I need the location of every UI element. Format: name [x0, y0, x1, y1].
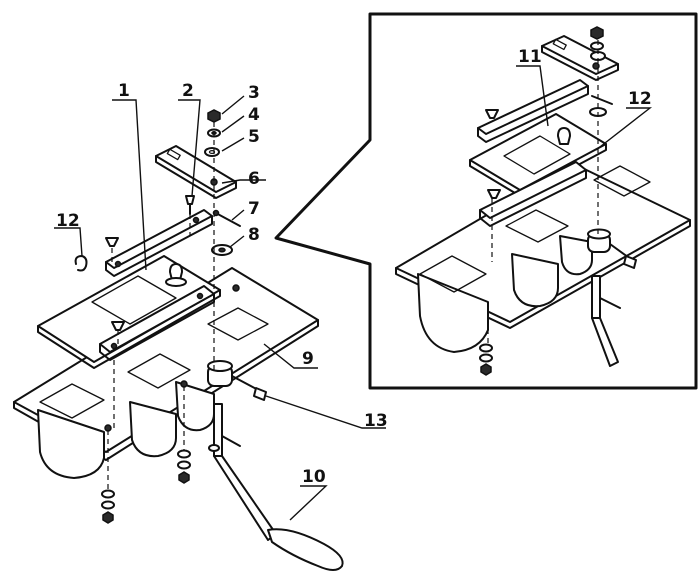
- washer-8: [211, 244, 233, 256]
- bottom-hardware-left: [101, 489, 115, 524]
- callout-10: 10: [302, 467, 326, 487]
- slide-rail: [99, 209, 215, 361]
- main-exploded-view: [13, 95, 386, 571]
- callout-3: 3: [248, 83, 260, 103]
- callout-8: 8: [248, 225, 260, 245]
- lever-10: [208, 403, 344, 571]
- washer-5: [204, 147, 220, 157]
- inset-view: [274, 12, 698, 390]
- callout-6: 6: [248, 169, 260, 189]
- pin-7: [212, 209, 241, 227]
- callout-2: 2: [182, 81, 194, 101]
- callout-12-inset: 12: [628, 89, 652, 109]
- clamp-strip: [155, 145, 237, 199]
- screw-2: [185, 195, 195, 236]
- callout-1: 1: [118, 81, 130, 101]
- screw-left: [105, 237, 119, 262]
- screw-middle: [111, 321, 125, 344]
- callout-7: 7: [248, 199, 260, 219]
- callout-5: 5: [248, 127, 260, 147]
- callout-labels: 1 2 3 4 5 6 7 8 9 10 12 13 11 12: [56, 47, 652, 487]
- pivot-collar: [207, 360, 267, 401]
- callout-9: 9: [302, 349, 314, 369]
- callout-12-main: 12: [56, 211, 80, 231]
- callout-4: 4: [248, 105, 260, 125]
- callout-13: 13: [364, 411, 388, 431]
- clip-12: [74, 255, 88, 272]
- callout-11: 11: [518, 47, 542, 67]
- base-plate: [13, 267, 319, 479]
- nut-3: [207, 109, 221, 123]
- bottom-hardware-middle: [177, 449, 191, 484]
